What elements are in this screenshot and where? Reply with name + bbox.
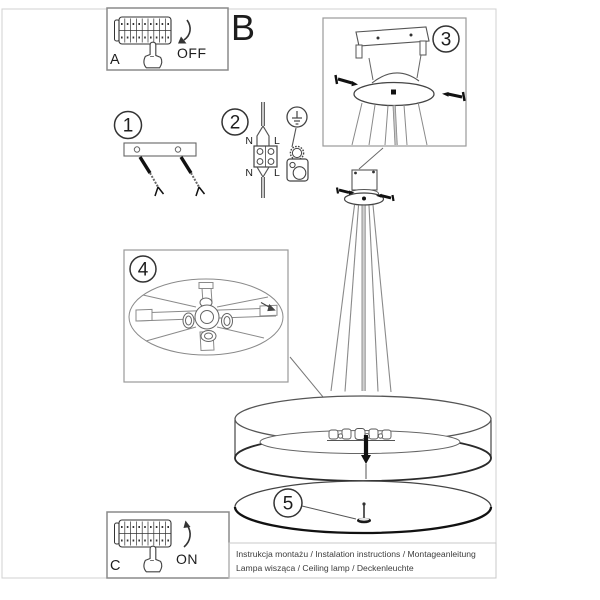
wire-n-bottom-label: N: [245, 167, 253, 179]
finial-screw-icon: [357, 502, 371, 524]
step-2-number: 2: [230, 113, 241, 134]
step-4-badge: [129, 255, 157, 283]
terminal-block-wiring-icon: [253, 102, 278, 198]
step-1-group: 1: [113, 110, 206, 197]
wire-l-bottom-label: L: [274, 167, 280, 179]
step-1-badge: [113, 110, 143, 140]
switch-down-arrow-icon: [178, 19, 191, 44]
breaker-panel-icon: [113, 16, 172, 45]
fastener-arrow-icon: [260, 302, 276, 312]
step-2-group: 2 N L N L: [221, 102, 309, 198]
step-3-badge: [432, 25, 460, 53]
step-1-number: 1: [123, 116, 134, 137]
box-c-letter: C: [110, 558, 120, 574]
box-a-letter: A: [110, 52, 120, 68]
earth-ground-icon: [286, 106, 308, 128]
step-5-leader-line: [301, 505, 357, 520]
step-5-number: 5: [283, 494, 294, 515]
footer-border: [228, 542, 497, 579]
step-5-group: 5: [233, 480, 493, 535]
cord-grip-connector-icon: [286, 127, 309, 182]
footer: Instrukcja montażu / Instalation instruc…: [228, 542, 497, 579]
attach-diffuser-arrow-icon: [361, 435, 371, 479]
lamp-frame-top-view-icon: [128, 278, 284, 356]
footer-title-line: Instrukcja montażu / Instalation instruc…: [236, 549, 476, 559]
drum-shade: [234, 395, 492, 482]
step-3-group: 3: [322, 17, 467, 147]
suspension-wires: [330, 204, 392, 393]
screw-anchor-icon-right: [179, 156, 206, 197]
wire-l-top-label: L: [274, 135, 280, 147]
step-2-badge: [221, 108, 249, 136]
canopy-assembly-icon: [334, 26, 466, 146]
step-5-badge: [273, 488, 303, 518]
section-letter-b: B: [231, 7, 255, 48]
mounting-bracket-icon: [123, 142, 197, 157]
step-4-number: 4: [138, 260, 149, 281]
screw-anchor-icon-left: [138, 156, 165, 197]
breaker-panel-icon: [113, 519, 172, 548]
step-4-group: 4: [123, 249, 289, 383]
mounted-canopy-icon: [335, 169, 395, 206]
on-label: ON: [176, 551, 198, 567]
off-label: OFF: [177, 45, 207, 61]
switch-up-arrow-icon: [183, 520, 191, 548]
bulb-holders-icon: [327, 428, 395, 441]
step-3-leader-line: [358, 147, 384, 170]
wire-n-top-label: N: [245, 135, 253, 147]
box-c-power-on: ON C: [106, 511, 230, 579]
step-3-number: 3: [441, 30, 452, 51]
footer-product-line: Lampa wisząca / Ceiling lamp / Deckenleu…: [236, 563, 414, 573]
box-a-power-off: OFF A: [106, 7, 229, 71]
